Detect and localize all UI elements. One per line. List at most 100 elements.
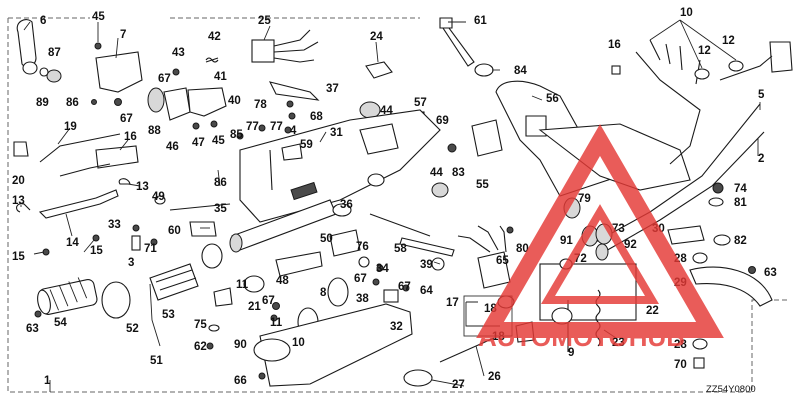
callout-33: 33	[108, 219, 121, 231]
part-69-shape	[447, 143, 457, 153]
callout-58: 58	[394, 243, 407, 255]
part-64-shape	[399, 237, 455, 257]
callout-16-right: 16	[608, 39, 621, 51]
part-32-shape	[259, 303, 413, 387]
assembly-frame	[7, 17, 790, 393]
callout-17: 17	[446, 297, 459, 309]
part-67d-shape	[372, 278, 380, 286]
callout-92: 92	[624, 239, 637, 251]
part-34-shape	[376, 264, 384, 272]
part-29-shape	[689, 266, 773, 307]
callout-62: 62	[194, 341, 207, 353]
part-10-lead	[719, 55, 773, 81]
part-11a-ring	[201, 243, 223, 269]
callout-81: 81	[734, 197, 747, 209]
part-83-shape	[431, 182, 449, 198]
part-2-cable	[603, 131, 765, 253]
callout-67-c: 67	[354, 273, 367, 285]
part-21-shape	[213, 287, 233, 307]
callout-26: 26	[488, 371, 501, 383]
part-11b-ring	[243, 275, 265, 293]
part-46-shape	[163, 87, 191, 121]
callout-11-lower: 11	[270, 317, 283, 329]
part-8-shape	[327, 277, 349, 307]
part-small-ring	[39, 67, 49, 77]
callout-40: 40	[228, 95, 241, 107]
callout-50: 50	[320, 233, 333, 245]
part-63b-shape	[748, 266, 756, 274]
callout-83: 83	[452, 167, 465, 179]
part-55-shape	[471, 119, 503, 157]
callout-45-mid: 45	[212, 135, 225, 147]
part-53-teeth	[155, 269, 197, 291]
callout-64: 64	[420, 285, 433, 297]
callout-69: 69	[436, 115, 449, 127]
part-65-leads	[457, 225, 507, 253]
part-shaft-rod	[169, 203, 231, 211]
part-67c-shape	[270, 314, 278, 322]
leader-lines	[20, 19, 761, 392]
part-decal	[290, 181, 318, 201]
callout-71: 71	[144, 243, 157, 255]
callout-10-bushing: 10	[292, 337, 305, 349]
callout-67-d: 67	[262, 295, 275, 307]
part-shapes	[13, 17, 793, 387]
part-67b-shape	[272, 302, 280, 310]
part-47-shape	[192, 122, 200, 130]
part-24-shape	[365, 61, 393, 79]
callout-53: 53	[162, 309, 175, 321]
part-33-shape	[132, 224, 140, 232]
part-59-shape	[281, 143, 303, 161]
watermark-inner-triangle	[540, 204, 660, 304]
callout-65: 65	[496, 255, 509, 267]
callout-42: 42	[208, 31, 221, 43]
callout-35: 35	[214, 203, 227, 215]
callout-14: 14	[66, 237, 79, 249]
part-80a-shape	[506, 226, 514, 234]
callout-20: 20	[12, 175, 25, 187]
part-71-shape	[150, 238, 158, 246]
part-27-shape	[403, 369, 433, 387]
part-67e-shape	[402, 284, 410, 292]
part-19-cable	[39, 133, 121, 163]
callout-7: 7	[120, 29, 126, 41]
part-82-shape	[713, 234, 731, 246]
part-56-bore	[525, 115, 547, 137]
callout-74: 74	[734, 183, 747, 195]
part-76-shape	[358, 256, 370, 268]
part-30-shape	[667, 225, 705, 245]
callout-67-e: 67	[398, 281, 411, 293]
part-67a-shape	[114, 98, 122, 106]
callout-labels: 6 45 7 87 89 86 67 88 46 43 42 41 67 40 …	[12, 7, 777, 391]
callout-19: 19	[64, 121, 77, 133]
part-87-shape	[46, 69, 62, 83]
part-5-cable	[591, 103, 761, 245]
part-92-shape	[595, 243, 609, 261]
callout-38: 38	[356, 293, 369, 305]
part-53-gear	[149, 263, 199, 301]
callout-24: 24	[370, 31, 383, 43]
part-12a-shape	[694, 68, 710, 80]
callout-5: 5	[758, 89, 765, 101]
part-7-shape	[95, 51, 143, 93]
callout-56: 56	[546, 93, 559, 105]
part-13b-shape	[118, 178, 131, 185]
callout-44-mid: 44	[430, 167, 443, 179]
callout-44-top: 44	[380, 105, 393, 117]
part-12b-shape	[728, 60, 744, 72]
callout-3: 3	[128, 257, 134, 269]
part-85-shape	[236, 132, 244, 140]
part-15b-shape	[92, 234, 100, 242]
callout-63-right: 63	[764, 267, 777, 279]
part-88-shape	[147, 87, 165, 113]
callout-36: 36	[340, 199, 353, 211]
callout-79: 79	[578, 193, 591, 205]
callout-91: 91	[560, 235, 573, 247]
part-25-shape	[251, 39, 275, 63]
callout-90: 90	[234, 339, 247, 351]
callout-37: 37	[326, 83, 339, 95]
part-52-shape	[101, 281, 131, 319]
callout-84: 84	[514, 65, 527, 77]
callout-13-right: 13	[136, 181, 149, 193]
